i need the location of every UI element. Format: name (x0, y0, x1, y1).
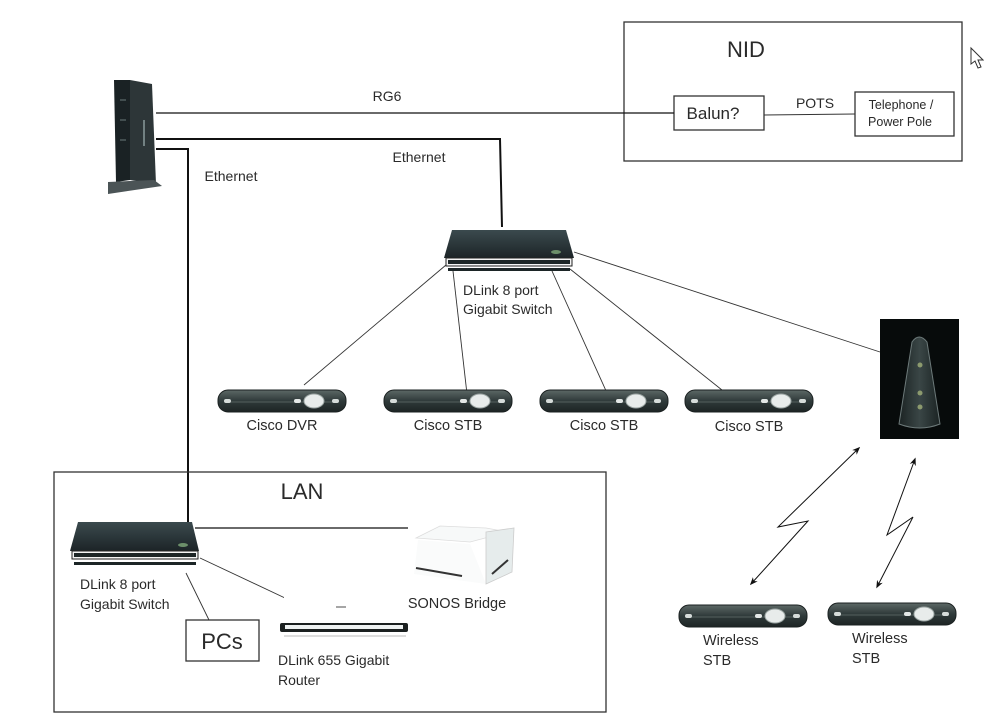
cisco-stb-1-icon[interactable] (383, 389, 513, 413)
wireless-stb-1-label-line1: Wireless (703, 633, 759, 649)
cisco-stb-1-label: Cisco STB (414, 418, 483, 434)
modem-icon[interactable] (108, 80, 162, 194)
link-lanswitch-pcs (185, 572, 210, 621)
link-switch-stb3 (569, 268, 728, 395)
lan-switch-icon[interactable] (70, 522, 199, 565)
lan-switch-label-line2: Gigabit Switch (80, 596, 169, 612)
telephone-pole-label-line2: Power Pole (868, 115, 932, 129)
sonos-bridge-label: SONOS Bridge (408, 596, 506, 612)
main-switch-label-line2: Gigabit Switch (463, 301, 552, 317)
telephone-pole-label-line1: Telephone / (869, 98, 934, 112)
mouse-pointer-icon (970, 46, 984, 69)
cisco-stb-2-icon[interactable] (539, 389, 669, 413)
link-switch-ap (573, 251, 881, 353)
pots-link (763, 113, 856, 116)
main-switch-label-line1: DLink 8 port (463, 282, 539, 298)
telephone-pole-node[interactable]: Telephone / Power Pole (854, 91, 955, 137)
cisco-stb-3-label: Cisco STB (715, 419, 784, 435)
balun-label: Balun? (687, 104, 740, 123)
nid-boundary (623, 21, 963, 162)
dlink-router-label-line1: DLink 655 Gigabit (278, 652, 389, 668)
wireless-stb-1-icon[interactable] (678, 604, 808, 628)
dlink-router-label-line2: Router (278, 672, 320, 688)
pcs-box[interactable] (185, 619, 260, 662)
ethernet-link-to-switch (156, 138, 503, 228)
ethernet-label-lan: Ethernet (205, 168, 258, 184)
cisco-dvr-icon[interactable] (217, 389, 347, 413)
ethernet-label-switch: Ethernet (393, 149, 446, 165)
ethernet-link-to-lan (156, 148, 189, 522)
lan-boundary (53, 471, 607, 713)
wireless-stb-2-icon[interactable] (827, 602, 957, 626)
cisco-stb-3-icon[interactable] (684, 389, 814, 413)
main-switch-icon[interactable] (444, 230, 574, 271)
nid-label: NID (727, 37, 765, 62)
wireless-ap-icon[interactable] (880, 319, 959, 439)
pots-label: POTS (796, 95, 834, 111)
cisco-dvr-label: Cisco DVR (247, 418, 318, 434)
wireless-stb-2-label-line2: STB (852, 651, 880, 667)
link-switch-stb2 (551, 270, 608, 394)
lan-group: LAN (53, 471, 607, 713)
link-lanswitch-router (199, 557, 286, 599)
sonos-bridge-icon[interactable] (414, 525, 515, 585)
link-switch-dvr (303, 264, 447, 386)
pcs-label: PCs (201, 629, 243, 654)
pcs-node[interactable]: PCs (185, 619, 260, 662)
wireless-stb-2-label-line1: Wireless (852, 631, 908, 647)
rg6-label: RG6 (373, 88, 402, 104)
lan-label: LAN (281, 479, 324, 504)
wireless-stb-1-label-line2: STB (703, 653, 731, 669)
lan-switch-label-line1: DLink 8 port (80, 576, 156, 592)
wireless-link-2 (876, 457, 916, 589)
dlink-router-icon[interactable] (280, 597, 408, 637)
nid-group: NID (623, 21, 963, 162)
cisco-stb-2-label: Cisco STB (570, 418, 639, 434)
link-switch-stb1 (452, 270, 468, 395)
balun-node[interactable]: Balun? (673, 95, 765, 131)
wireless-link-1 (749, 446, 861, 586)
